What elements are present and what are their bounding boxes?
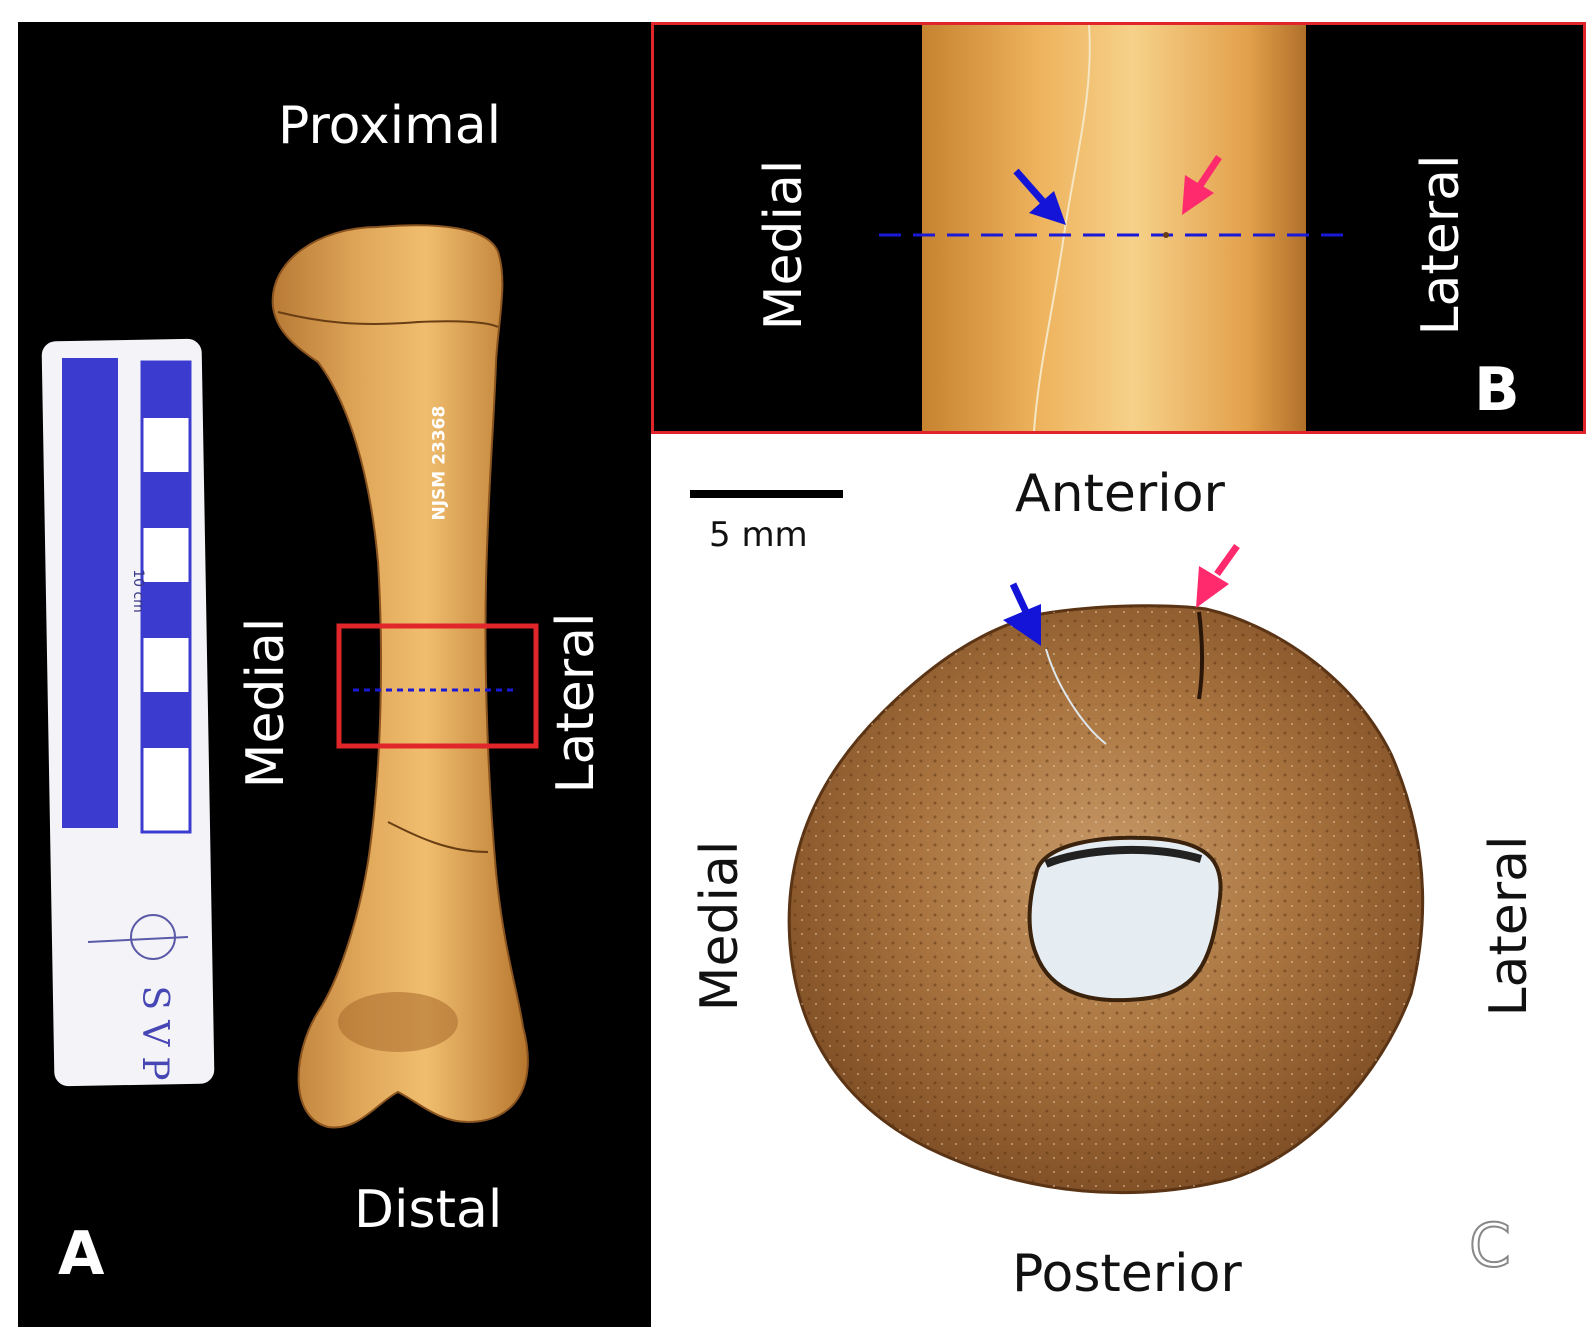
scale-label: 10 cm <box>130 569 146 613</box>
panel-letter-b: B <box>1474 355 1520 425</box>
scale-bar-label: 5 mm <box>709 515 808 555</box>
label-lateral-b: Lateral <box>1411 154 1471 336</box>
panel-c: 5 mm Anterior Posterior Medial Lateral C <box>651 434 1594 1327</box>
scale-bar-card <box>41 338 215 1087</box>
femur-photo <box>41 224 539 1129</box>
arrow-pink-c <box>1196 543 1240 608</box>
panel-letter-c: C <box>1468 1211 1512 1281</box>
arrow-blue-c <box>1003 582 1041 646</box>
label-anterior: Anterior <box>1015 464 1225 524</box>
label-posterior: Posterior <box>1012 1244 1242 1304</box>
panel-letter-a: A <box>58 1219 105 1289</box>
bone-cross-section <box>787 604 1425 1195</box>
label-medial-b: Medial <box>754 159 814 331</box>
bone-shaft <box>922 25 1306 431</box>
label-medial: Medial <box>236 617 296 789</box>
arrow-blue-b <box>1013 168 1066 225</box>
scale-bar <box>690 490 843 498</box>
label-lateral-c: Lateral <box>1479 835 1539 1017</box>
femur-bone <box>271 224 529 1129</box>
panel-a: NJSM 23368 10 cm SVP Proximal Distal Med… <box>18 22 654 1327</box>
specimen-number: NJSM 23368 <box>429 405 450 521</box>
label-distal: Distal <box>354 1180 503 1240</box>
cross-section-image <box>690 490 1425 1195</box>
arrow-pink-b <box>1182 155 1222 215</box>
scale-logo-text: SVP <box>134 985 175 1091</box>
medullary-cavity <box>1027 835 1223 1003</box>
region-box <box>336 623 539 749</box>
closeup-photo <box>879 25 1354 431</box>
label-medial-c: Medial <box>690 840 750 1012</box>
label-proximal: Proximal <box>278 96 502 156</box>
label-lateral: Lateral <box>546 612 606 794</box>
panel-b: Medial Lateral B <box>651 22 1586 434</box>
